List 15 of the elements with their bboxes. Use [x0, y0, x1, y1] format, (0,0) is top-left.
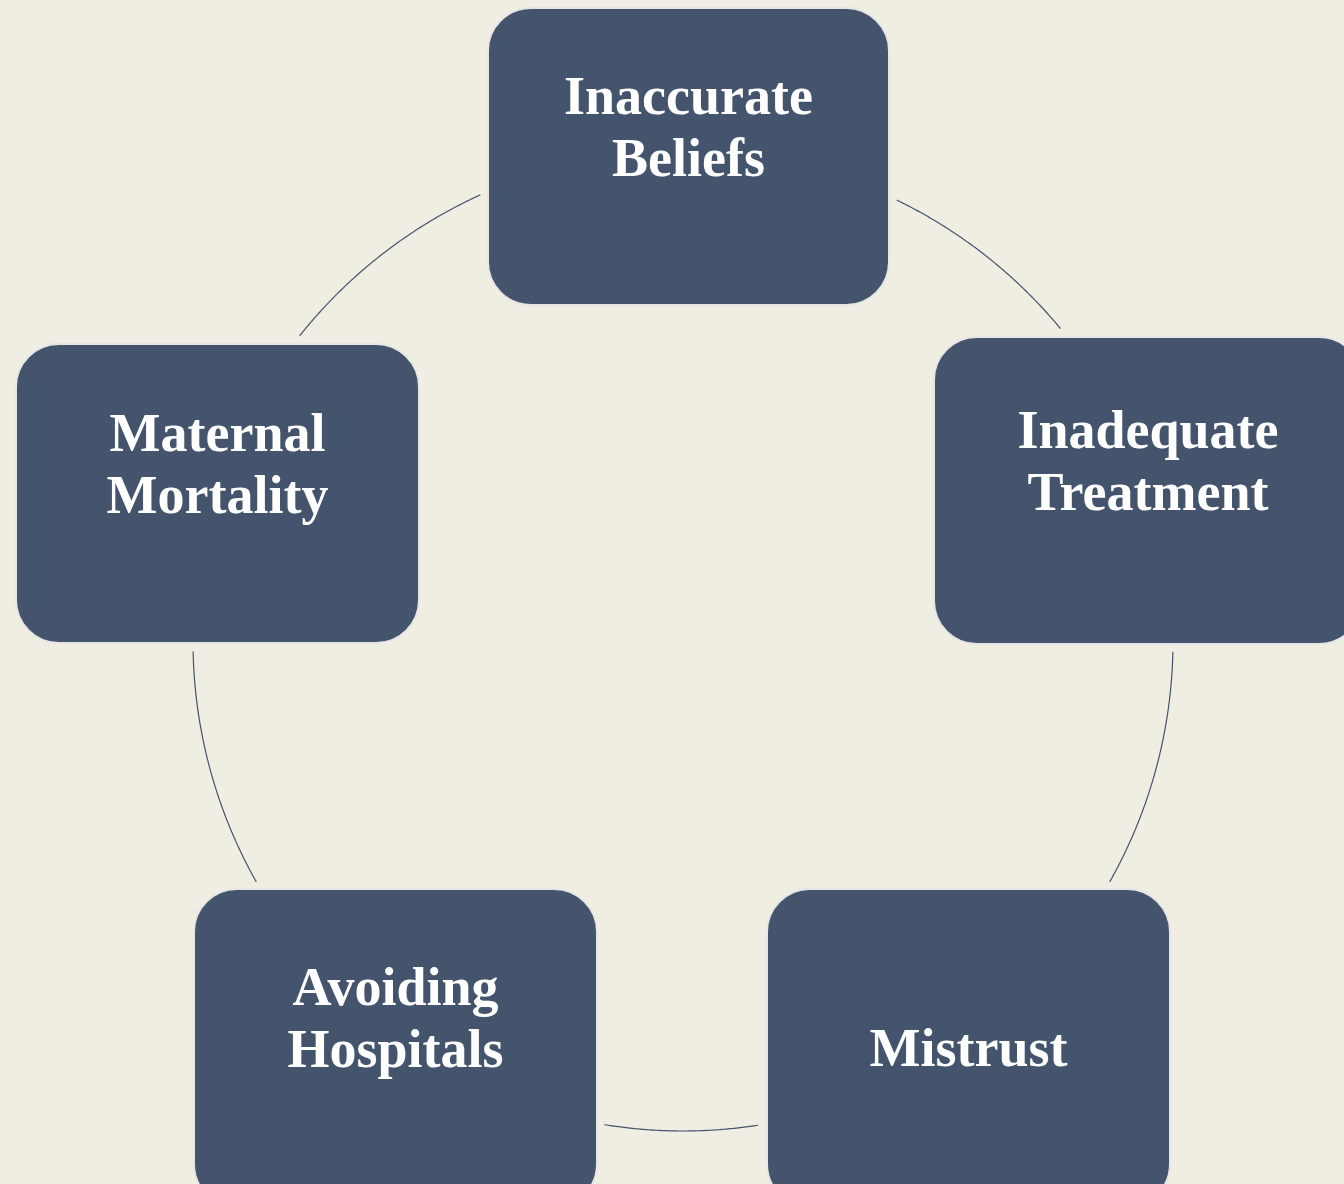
rounded-box: [487, 7, 890, 306]
connector-arc: [192, 650, 257, 883]
box-label: Maternal Mortality: [105, 401, 330, 526]
box-label: Avoiding Hospitals: [286, 956, 505, 1080]
connector-arc: [1109, 651, 1174, 883]
box-label: Inadequate Treatment: [1016, 398, 1280, 523]
rounded-box: [933, 336, 1344, 645]
connector-arc: [603, 1124, 759, 1132]
connector-arc: [896, 199, 1062, 330]
rounded-box: [193, 888, 598, 1184]
rounded-box: [15, 343, 420, 644]
connector-arc: [299, 194, 481, 337]
box-label: Inaccurate Beliefs: [563, 64, 814, 189]
box-label: Mistrust: [869, 1017, 1068, 1079]
rounded-box: [766, 888, 1171, 1184]
